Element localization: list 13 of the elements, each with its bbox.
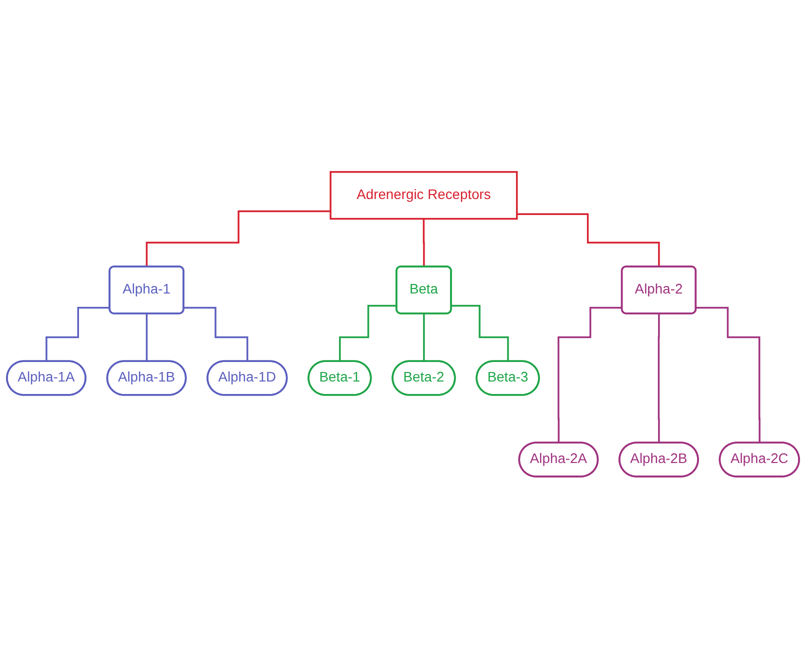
connector — [184, 306, 248, 362]
connector — [422, 218, 426, 268]
node-box: Adrenergic Receptors — [330, 170, 518, 220]
connector — [146, 210, 331, 268]
connector — [146, 312, 148, 362]
connector — [46, 306, 110, 362]
connector — [658, 312, 660, 444]
connector — [516, 213, 660, 268]
connector — [558, 306, 622, 444]
connector — [339, 304, 397, 362]
connector — [451, 304, 510, 362]
connector — [696, 306, 761, 444]
connector — [423, 312, 426, 362]
